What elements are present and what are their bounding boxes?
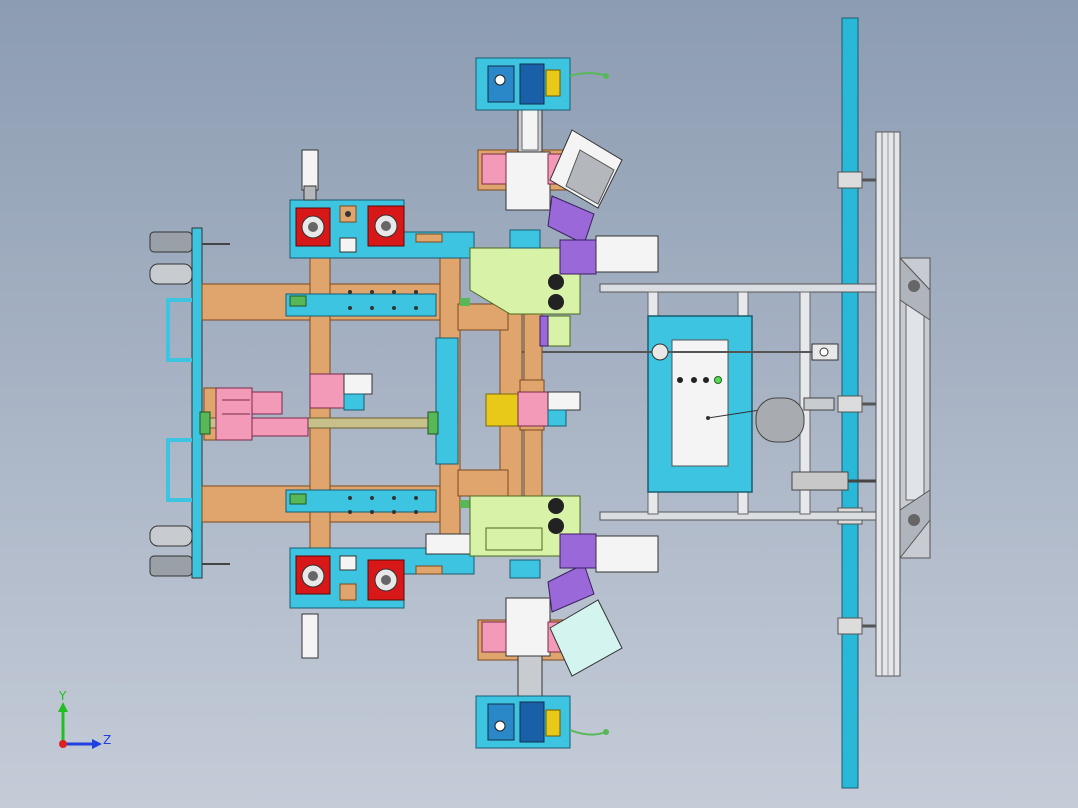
pink-actuator	[215, 387, 309, 441]
round-cylinder	[755, 397, 876, 491]
upper-slide-block	[469, 247, 597, 347]
tie-rod	[510, 343, 839, 361]
bottom-clamp-assembly	[481, 533, 659, 701]
triad-z-label: Z	[103, 733, 111, 747]
bottom-left-clamp-plate	[289, 533, 543, 659]
pink-bracket-left	[309, 373, 373, 411]
triad-y-label: Y	[58, 689, 67, 703]
top-gripper	[475, 57, 609, 111]
control-box	[647, 315, 761, 493]
top-clamp-assembly	[481, 107, 659, 275]
lower-slide-block	[469, 495, 597, 557]
caster-wheels	[149, 231, 193, 577]
top-left-clamp-plate	[289, 149, 475, 259]
base-frame-left	[166, 227, 230, 579]
aluminium-profile-rail	[875, 131, 931, 677]
pink-bracket-center	[485, 391, 581, 427]
bottom-gripper	[475, 695, 609, 749]
vertical-support-bar	[837, 17, 876, 789]
coordinate-triad: Y Z	[58, 689, 111, 749]
center-shaft	[199, 411, 439, 435]
linear-slides	[285, 290, 470, 514]
